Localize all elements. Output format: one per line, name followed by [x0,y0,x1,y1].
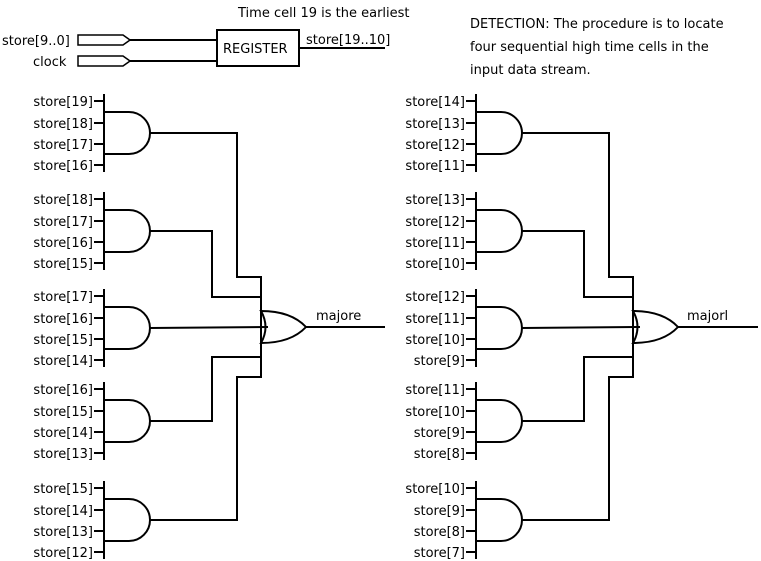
input-label: store[14] [33,426,93,441]
input-label: store[17] [33,290,93,305]
input-label: store[13] [33,525,93,540]
data-input-pin [77,34,132,46]
input-label: store[14] [405,95,465,110]
input-label: store[16] [33,383,93,398]
input-label: store[8] [414,525,465,540]
and-gate [103,111,151,155]
and-gate-block: store[18] store[17] store[16] store[15] [33,192,151,272]
input-label: store[9] [414,354,465,369]
group-output-label: majore [316,309,361,324]
and-to-or-wire [149,356,262,422]
and-to-or-wire [521,230,634,298]
input-label: store[17] [33,215,93,230]
register-clock-input-label: clock [33,55,67,70]
and-to-or-wire [148,325,269,330]
and-gate-block: store[11] store[10] store[9] store[8] [405,382,523,462]
input-label: store[11] [405,312,465,327]
and-gate-block: store[13] store[12] store[11] store[10] [405,192,523,272]
input-label: store[7] [414,546,465,561]
and-gate-block: store[10] store[9] store[8] store[7] [405,481,523,561]
and-gate [103,498,151,542]
input-label: store[16] [33,236,93,251]
detection-note-line: DETECTION: The procedure is to locate [470,17,724,32]
and-to-or-wire [521,356,634,422]
input-label: store[15] [33,482,93,497]
input-label: store[12] [405,138,465,153]
register-block: store[9..0] clock REGISTER store[19..10] [2,29,390,70]
detection-note-line: input data stream. [470,63,591,78]
and-to-or-wire [521,132,634,278]
and-to-or-wire [520,325,641,330]
input-label: store[15] [33,333,93,348]
input-label: store[15] [33,257,93,272]
input-label: store[14] [33,354,93,369]
register-data-input-label: store[9..0] [2,34,70,49]
and-to-or-wire [521,376,634,521]
and-gate [475,498,523,542]
input-label: store[10] [405,257,465,272]
input-label: store[13] [405,193,465,208]
register-output-label: store[19..10] [306,33,390,48]
input-label: store[12] [33,546,93,561]
and-gate [475,209,523,253]
input-label: store[14] [33,504,93,519]
input-label: store[18] [33,117,93,132]
input-label: store[13] [33,447,93,462]
input-label: store[16] [33,159,93,174]
and-gate [103,306,151,350]
input-label: store[16] [33,312,93,327]
input-label: store[12] [405,215,465,230]
and-gate-block: store[17] store[16] store[15] store[14] [33,289,151,369]
group-output-label: majorl [687,309,728,324]
register-label: REGISTER [223,42,288,57]
input-label: store[19] [33,95,93,110]
and-to-or-wire [149,230,262,298]
left-detector-group: store[19]store[18]store[17]store[16]stor… [33,94,385,561]
clock-input-pin [77,55,132,67]
input-label: store[9] [414,504,465,519]
and-gate [475,399,523,443]
input-label: store[13] [405,117,465,132]
input-label: store[10] [405,482,465,497]
schematic-title: Time cell 19 is the earliest [237,6,410,21]
input-label: store[9] [414,426,465,441]
input-label: store[15] [33,405,93,420]
detection-note-line: four sequential high time cells in the [470,40,709,55]
input-label: store[17] [33,138,93,153]
and-gate [475,306,523,350]
input-label: store[11] [405,159,465,174]
and-gate [103,209,151,253]
input-label: store[11] [405,236,465,251]
input-label: store[12] [405,290,465,305]
and-gate [475,111,523,155]
and-gate [103,399,151,443]
input-label: store[11] [405,383,465,398]
detection-note: DETECTION: The procedure is to locate fo… [470,17,724,78]
and-gate-block: store[14] store[13] store[12] store[11] [405,94,523,174]
and-gate-block: store[19] store[18] store[17] store[16] [33,94,151,174]
and-gate-block: store[16] store[15] store[14] store[13] [33,382,151,462]
right-detector-group: store[14]store[13]store[12]store[11]stor… [405,94,758,561]
and-gate-block: store[15] store[14] store[13] store[12] [33,481,151,561]
and-gate-block: store[12] store[11] store[10] store[9] [405,289,523,369]
and-to-or-wire [149,376,262,521]
input-label: store[10] [405,405,465,420]
input-label: store[10] [405,333,465,348]
input-label: store[18] [33,193,93,208]
input-label: store[8] [414,447,465,462]
and-to-or-wire [149,132,262,278]
